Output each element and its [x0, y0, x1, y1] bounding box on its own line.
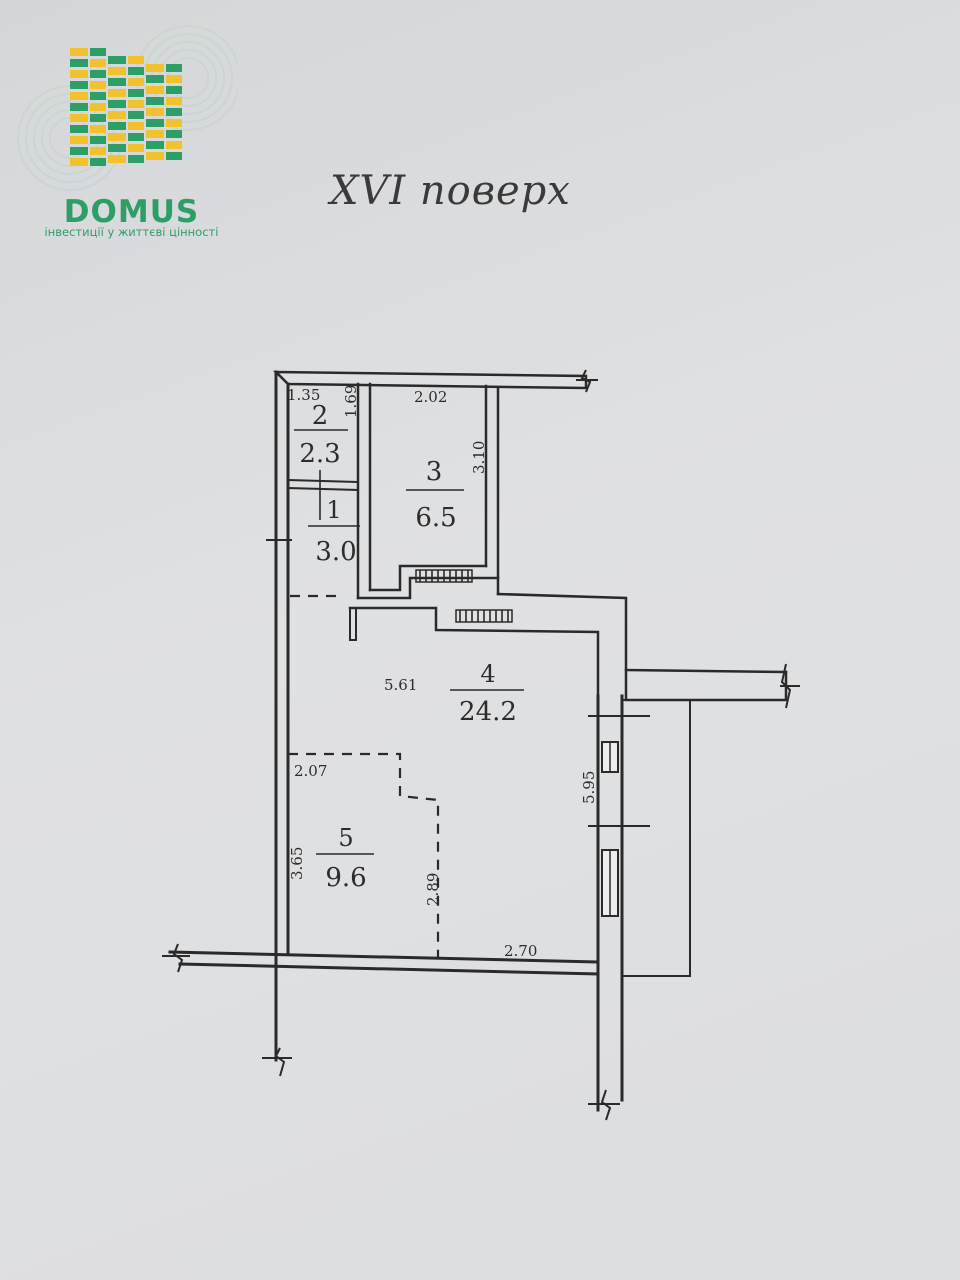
dim-5-61: 5.61: [384, 676, 417, 694]
room-4-label: 4 24.2: [450, 660, 524, 727]
zone-line-kitchen: [288, 752, 440, 958]
dim-5-95: 5.95: [580, 771, 598, 804]
wall-room3-bottom: [356, 564, 500, 600]
logo-tagline: інвестиції у життєві цінності: [44, 225, 219, 239]
axis-mark-right: [780, 663, 800, 709]
wall-bath-right: [356, 382, 372, 600]
wall-right-upper: [624, 668, 788, 702]
room-3-area: 6.5: [415, 503, 456, 533]
domus-logo: DOMUS інвестиції у життєві цінності: [8, 18, 238, 239]
dim-2-89: 2.89: [424, 873, 442, 906]
room-5-label: 5 9.6: [316, 824, 374, 893]
dim-3-65: 3.65: [288, 847, 306, 880]
dim-1-35: 1.35: [287, 386, 320, 404]
vent-grille-2: [455, 609, 513, 623]
room-3-label: 3 6.5: [406, 457, 464, 533]
room-4-number: 4: [480, 660, 495, 688]
wall-top: [272, 370, 588, 390]
axis-mark-bottom-right: [588, 1089, 620, 1121]
room-5-area: 9.6: [325, 863, 366, 893]
wall-stub: [349, 607, 357, 641]
balcony-outline: [621, 699, 691, 977]
room-1-area: 3.0: [315, 537, 356, 567]
domus-logo-mark: [17, 25, 238, 191]
room-2-label: 2 2.3: [294, 401, 348, 469]
dim-3-10: 3.10: [470, 441, 488, 474]
axis-mark-top: [576, 369, 598, 393]
dim-2-07: 2.07: [294, 762, 327, 780]
room-1-number: 1: [326, 496, 341, 524]
dim-2-02: 2.02: [414, 388, 447, 406]
vent-grille-1: [415, 569, 473, 583]
logo-name: DOMUS: [63, 194, 200, 230]
wall-bath-divider: [286, 478, 360, 492]
wall-right: [596, 694, 624, 1112]
room-2-area: 2.3: [299, 439, 340, 469]
floor-title: XVI поверх: [330, 168, 571, 214]
room-4-area: 24.2: [459, 697, 517, 727]
room-1-label: 1 3.0: [308, 496, 360, 567]
wall-corridor: [348, 592, 788, 698]
room-3-number: 3: [426, 457, 443, 487]
room-2-number: 2: [312, 401, 329, 431]
dim-1-69: 1.69: [342, 385, 360, 418]
dim-2-70: 2.70: [504, 942, 537, 960]
room-5-number: 5: [338, 824, 353, 852]
wall-left: [274, 370, 290, 1062]
wall-bottom: [168, 950, 600, 976]
axis-mark-bottom-left: [262, 1047, 292, 1077]
wall-room3-right: [484, 384, 500, 596]
axis-mark-left: [162, 943, 190, 973]
